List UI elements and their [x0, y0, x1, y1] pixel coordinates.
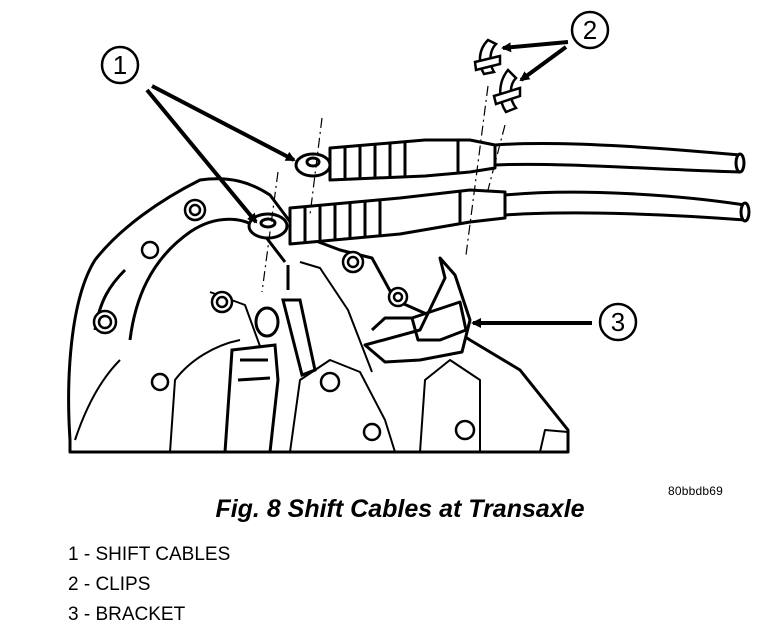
shift-levers — [223, 265, 317, 454]
callout-2: 2 — [570, 10, 610, 50]
legend-item: 3 - BRACKET — [68, 604, 186, 625]
callout-3-number: 3 — [611, 307, 625, 337]
callout-2-number: 2 — [583, 15, 597, 45]
image-code: 80bbdb69 — [668, 484, 723, 498]
centerlines — [261, 85, 506, 293]
figure-caption: Fig. 8 Shift Cables at Transaxle — [215, 495, 585, 523]
housing-bolts — [92, 198, 476, 442]
leader-arrows — [145, 40, 592, 328]
legend-item: 2 - CLIPS — [68, 574, 151, 595]
callout-1: 1 — [100, 45, 140, 85]
shift-cables — [247, 138, 751, 246]
cable-clips — [473, 38, 522, 114]
callout-3: 3 — [598, 302, 638, 342]
legend-item: 1 - SHIFT CABLES — [68, 544, 231, 565]
callout-1-number: 1 — [113, 50, 127, 80]
transaxle-illustration: 1 2 3 — [67, 10, 751, 454]
cable-bracket — [363, 256, 472, 364]
legend: 1 - SHIFT CABLES 2 - CLIPS 3 - BRACKET — [68, 540, 230, 630]
